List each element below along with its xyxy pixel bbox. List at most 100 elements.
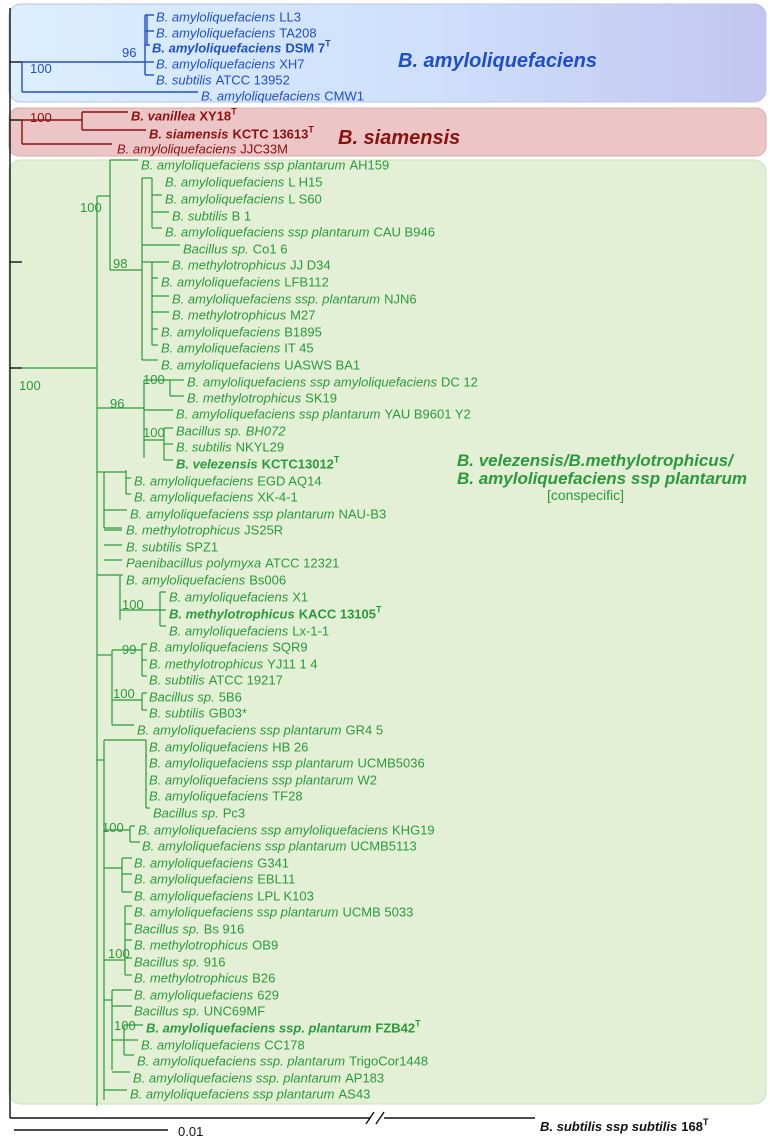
taxon-label: Bacillus sp.5B6 bbox=[149, 690, 242, 705]
amyloliquefaciens-clade-branches bbox=[21, 14, 198, 93]
taxon-label: B. amyloliquefaciens ssp amyloliquefacie… bbox=[187, 375, 478, 390]
bootstrap-value: 96 bbox=[122, 45, 136, 60]
bootstrap-value: 100 bbox=[30, 61, 52, 76]
bootstrap-value: 99 bbox=[122, 642, 136, 657]
taxon-label: Bacillus sp.Bs 916 bbox=[134, 922, 244, 937]
bootstrap-value: 100 bbox=[122, 597, 144, 612]
taxon-label: Bacillus sp.Co1 6 bbox=[183, 242, 287, 257]
bootstrap-value: 100 bbox=[114, 1018, 136, 1033]
taxon-label: Bacillus sp.Pc3 bbox=[153, 806, 245, 821]
tree-branch bbox=[365, 1111, 375, 1125]
velezensis-clade-branches bbox=[22, 159, 184, 1106]
group-label-velezensis-line2: B. amyloliquefaciens ssp plantarum bbox=[457, 469, 747, 488]
bootstrap-value: 98 bbox=[113, 256, 127, 271]
group-label-amyloliquefaciens: B. amyloliquefaciens bbox=[398, 50, 597, 72]
scale-bar-label: 0.01 bbox=[178, 1124, 203, 1139]
bootstrap-values: 100 96 100 100 98 100 96 100 100 100 99 100 100 100 10… bbox=[19, 45, 165, 1033]
group-label-conspecific: [conspecific] bbox=[547, 487, 624, 503]
clade-box-velezensis bbox=[8, 159, 767, 1105]
clade-box-siamensis bbox=[8, 107, 767, 157]
taxon-label: B. amyloliquefaciens ssp amyloliquefacie… bbox=[138, 823, 435, 838]
taxon-label: Bacillus sp.BH072 bbox=[176, 424, 286, 439]
bootstrap-value: 96 bbox=[110, 396, 124, 411]
taxon-label: Bacillus sp.UNC69MF bbox=[134, 1004, 265, 1019]
tree-branch bbox=[375, 1111, 385, 1125]
bootstrap-value: 100 bbox=[19, 378, 41, 393]
clade-box-amyloliquefaciens bbox=[8, 3, 767, 103]
root-branches bbox=[9, 8, 535, 1125]
bootstrap-value: 100 bbox=[30, 110, 52, 125]
bootstrap-value: 100 bbox=[143, 372, 165, 387]
bootstrap-value: 100 bbox=[143, 425, 165, 440]
bootstrap-value: 100 bbox=[80, 200, 102, 215]
siamensis-clade-branches bbox=[21, 111, 146, 145]
group-label-velezensis-line1: B. velezensis/B.methylotrophicus/ bbox=[457, 451, 735, 470]
taxon-label: Bacillus sp.916 bbox=[134, 955, 225, 970]
group-label-siamensis: B. siamensis bbox=[338, 127, 460, 149]
bootstrap-value: 100 bbox=[108, 946, 130, 961]
bootstrap-value: 100 bbox=[102, 820, 124, 835]
bootstrap-value: 100 bbox=[113, 686, 135, 701]
